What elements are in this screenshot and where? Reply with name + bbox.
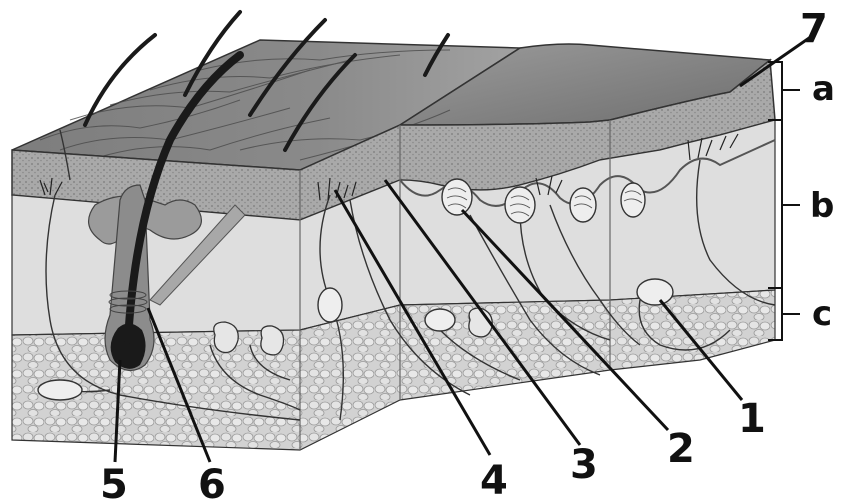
layer-label-a: a [812, 69, 835, 109]
label-2: 2 [667, 426, 695, 472]
layer-label-c: c [812, 294, 832, 334]
label-7: 7 [800, 6, 828, 52]
label-3: 3 [570, 442, 598, 488]
label-6: 6 [198, 462, 226, 501]
layer-label-b: b [810, 186, 834, 226]
label-4: 4 [480, 458, 508, 501]
label-5: 5 [100, 462, 128, 501]
label-1: 1 [738, 396, 766, 442]
